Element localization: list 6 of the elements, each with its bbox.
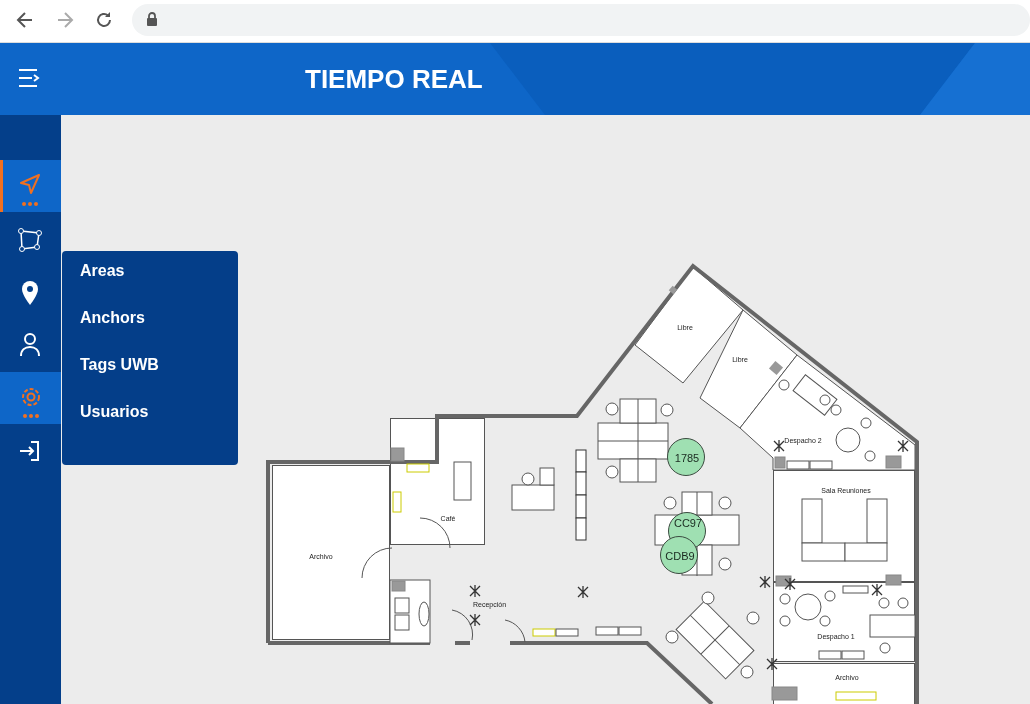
- menu-item: Usuarios: [80, 403, 149, 421]
- menu-item: Anchors: [80, 309, 145, 327]
- tag-marker: 1785: [667, 438, 705, 476]
- page-title: TIEMPO REAL: [305, 64, 483, 95]
- menu-item: Areas: [80, 262, 125, 280]
- menu-item: Tags UWB: [80, 356, 159, 374]
